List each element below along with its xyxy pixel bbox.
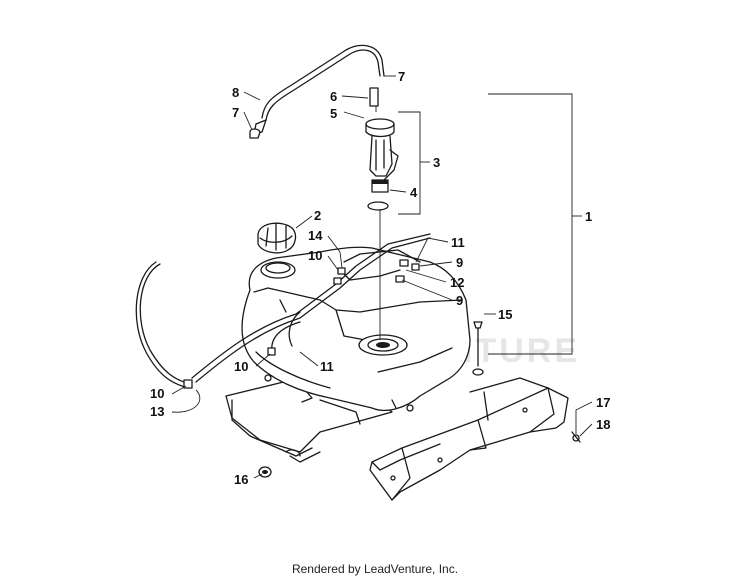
fuel-tank	[241, 246, 471, 412]
callout-18: 18	[596, 417, 610, 432]
callout-7-left: 7	[232, 105, 239, 120]
leader-lines	[171, 75, 593, 479]
callout-3: 3	[433, 155, 440, 170]
fuel-pump-assembly	[365, 87, 399, 340]
screw-15	[472, 321, 484, 376]
callout-7-top: 7	[398, 69, 405, 84]
callout-12: 12	[450, 275, 464, 290]
callout-9-lower: 9	[456, 293, 463, 308]
callout-5: 5	[330, 106, 337, 121]
footer-credit: Rendered by LeadVenture, Inc.	[291, 562, 459, 576]
hose-fittings	[183, 259, 420, 389]
callout-8: 8	[232, 85, 239, 100]
grommet-16	[258, 466, 272, 478]
callout-16: 16	[234, 472, 248, 487]
callout-11-lower: 11	[320, 359, 334, 374]
overflow-hose-left	[135, 261, 191, 389]
callout-13: 13	[150, 404, 164, 419]
callout-1: 1	[585, 209, 592, 224]
callout-9-upper: 9	[456, 255, 463, 270]
callout-10-upper: 10	[308, 248, 322, 263]
callout-11-upper: 11	[451, 235, 465, 250]
callout-14: 14	[308, 228, 323, 243]
vent-hose-upper	[253, 44, 385, 135]
callout-labels: 1 2 3 4 5 6 7 7 8 9 9 10 10 10 11 11 12 …	[150, 69, 610, 487]
skid-plate	[369, 377, 569, 501]
callout-6: 6	[330, 89, 337, 104]
callout-17: 17	[596, 395, 610, 410]
clip-17-18	[571, 431, 581, 443]
hose-clamp-7-left	[249, 128, 261, 139]
callout-2: 2	[314, 208, 321, 223]
callout-10-left: 10	[150, 386, 164, 401]
callout-10-mid: 10	[234, 359, 248, 374]
callout-4: 4	[410, 185, 418, 200]
callout-15: 15	[498, 307, 512, 322]
fuel-cap	[257, 222, 297, 254]
